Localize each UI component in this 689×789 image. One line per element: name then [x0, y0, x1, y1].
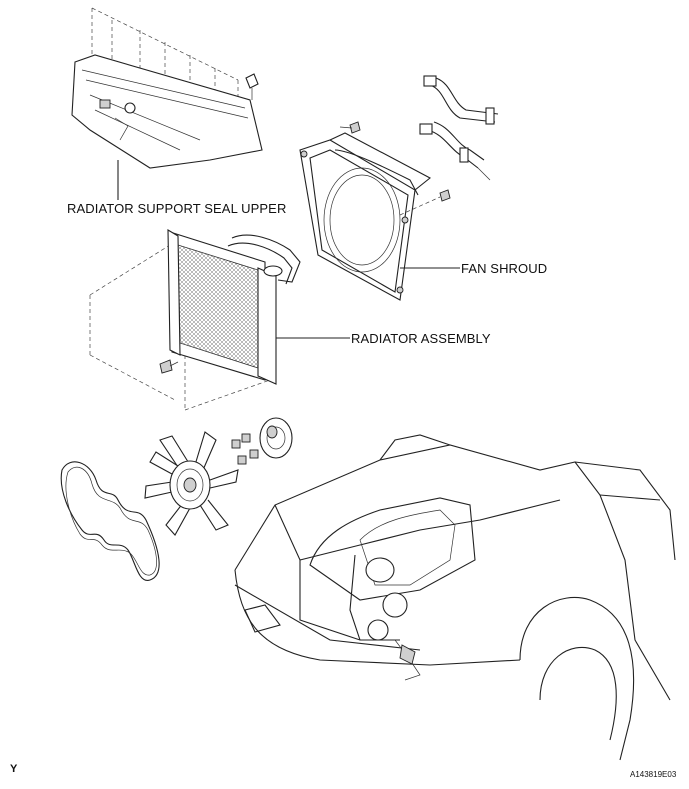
corner-mark: Y — [10, 763, 18, 775]
cooling-fan — [144, 431, 239, 536]
fan-coupling — [231, 417, 293, 465]
v-ribbed-belt — [60, 461, 160, 581]
radiator-assembly-label: RADIATOR ASSEMBLY — [351, 331, 491, 346]
radiator-hoses — [419, 75, 499, 181]
fan-shroud-label: FAN SHROUD — [461, 261, 548, 276]
figure-code: A143819E03 — [630, 770, 677, 779]
vehicle-front — [234, 434, 676, 761]
radiator-support-seal-upper — [71, 7, 263, 200]
fan-shroud — [299, 121, 460, 301]
radiator-support-seal-upper-label: RADIATOR SUPPORT SEAL UPPER — [67, 201, 287, 216]
radiator-assembly — [89, 229, 350, 411]
